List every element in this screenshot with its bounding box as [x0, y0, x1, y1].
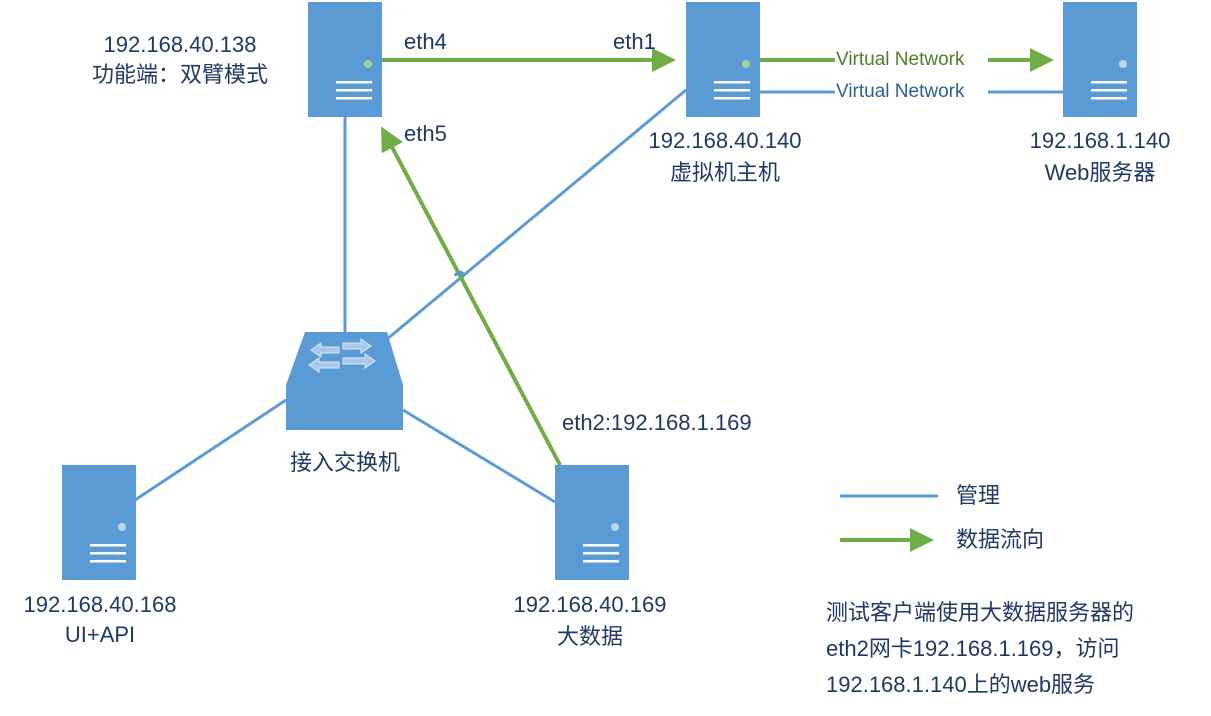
note-line-2: eth2网卡192.168.1.169，访问 [826, 636, 1120, 661]
server-vent-line [1091, 89, 1127, 92]
virtual-network-mgmt-label: Virtual Network [836, 81, 965, 102]
vmhost-ip-label: 192.168.40.140 [648, 128, 802, 153]
bigdata-ip-label: 192.168.40.169 [513, 592, 667, 617]
dualarm-ip-label: 192.168.40.138 [103, 32, 257, 57]
server-vent-line [583, 544, 619, 547]
link-vmhost-switch [385, 88, 687, 342]
server-vent-line [714, 81, 750, 84]
server-uiapi[interactable] [62, 465, 136, 580]
server-status-light [1119, 60, 1127, 68]
server-status-light [118, 523, 126, 531]
server-vent-line [90, 544, 126, 547]
line-crossing [453, 270, 467, 277]
server-vent-line [336, 97, 372, 100]
web-name-label: Web服务器 [1044, 160, 1156, 185]
note-line-1: 测试客户端使用大数据服务器的 [826, 600, 1135, 625]
server-icon [308, 2, 382, 117]
uiapi-ip-label: 192.168.40.168 [23, 592, 177, 617]
server-icon [555, 465, 629, 580]
server-vent-line [714, 97, 750, 100]
dualarm-name-label: 功能端：双臂模式 [91, 62, 268, 87]
server-icon [686, 2, 760, 117]
link-switch-uiapi [134, 398, 287, 502]
server-web[interactable] [1063, 2, 1137, 117]
server-bigdata[interactable] [555, 465, 629, 580]
server-status-light [364, 60, 372, 68]
server-vent-line [1091, 97, 1127, 100]
bigdata-name-label: 大数据 [556, 624, 623, 649]
switch-name-label: 接入交换机 [289, 450, 400, 475]
server-status-light [611, 523, 619, 531]
eth4-label: eth4 [404, 29, 447, 54]
switch-icon[interactable] [286, 332, 403, 430]
server-vent-line [90, 560, 126, 563]
server-vent-line [336, 81, 372, 84]
server-vmhost[interactable] [686, 2, 760, 117]
eth2-label: eth2:192.168.1.169 [562, 410, 752, 435]
server-status-light [742, 60, 750, 68]
uiapi-name-label: UI+API [64, 622, 136, 647]
vmhost-name-label: 虚拟机主机 [669, 160, 780, 185]
note-line-3: 192.168.1.140上的web服务 [826, 672, 1096, 697]
web-ip-label: 192.168.1.140 [1029, 128, 1171, 153]
virtual-network-data-label: Virtual Network [836, 49, 965, 70]
server-vent-line [90, 552, 126, 555]
eth5-label: eth5 [404, 121, 447, 146]
server-vent-line [336, 89, 372, 92]
server-icon [1063, 2, 1137, 117]
server-icon [62, 465, 136, 580]
link-switch-bigdata [402, 408, 556, 504]
legend-dataflow-label: 数据流向 [956, 527, 1045, 552]
link-bigdata-dualarm-data [381, 126, 562, 466]
server-dualarm[interactable] [308, 2, 382, 117]
server-vent-line [714, 89, 750, 92]
legend-management-label: 管理 [956, 483, 1001, 508]
server-vent-line [1091, 81, 1127, 84]
eth1-label: eth1 [613, 29, 656, 54]
server-vent-line [583, 560, 619, 563]
server-vent-line [583, 552, 619, 555]
